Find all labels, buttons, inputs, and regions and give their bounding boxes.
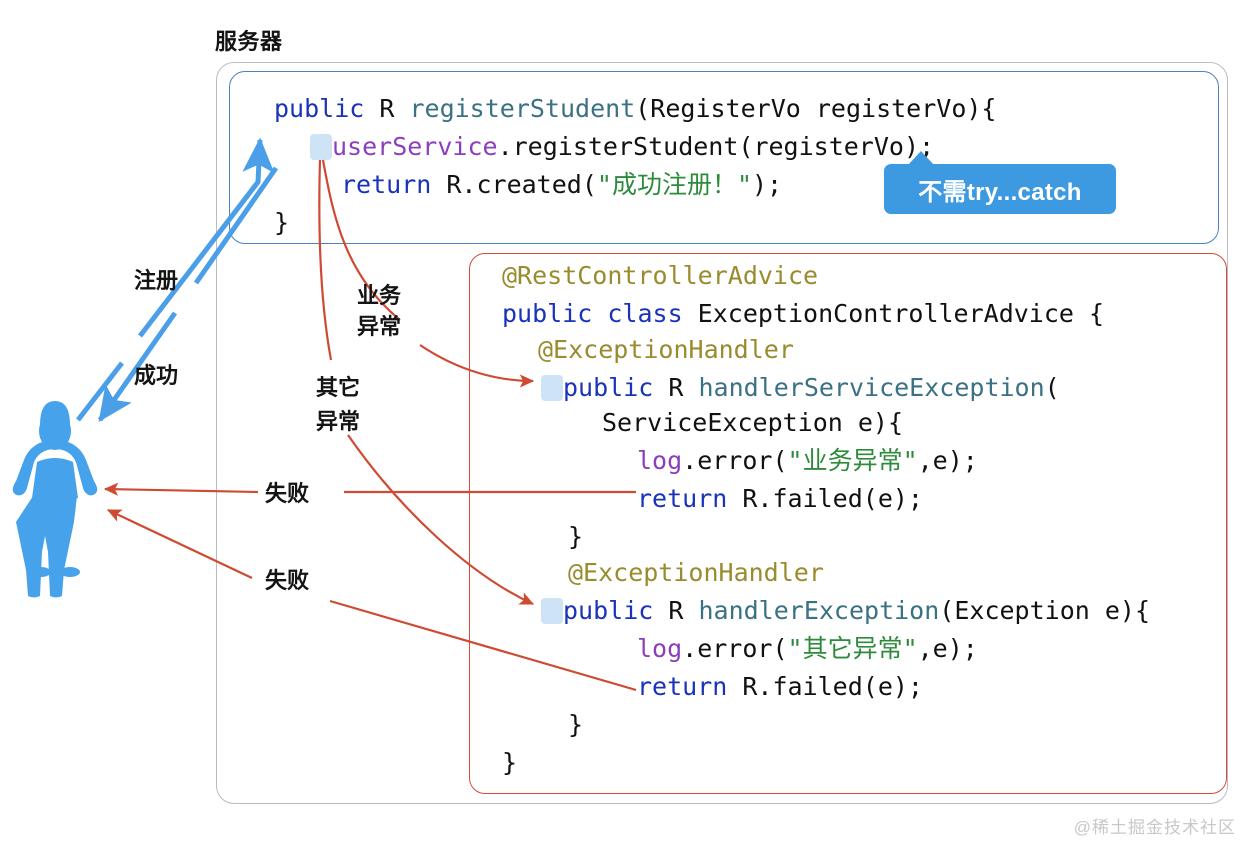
paren-open: ( bbox=[1044, 373, 1060, 402]
advice-code-line-9: @ExceptionHandler bbox=[568, 558, 824, 587]
label-failed-1: 失败 bbox=[265, 481, 310, 506]
method-registerStudent: registerStudent bbox=[409, 94, 636, 123]
breakpoint-highlight-square bbox=[310, 134, 332, 160]
controller-code-line-1: public R registerStudent(RegisterVo regi… bbox=[274, 90, 996, 128]
exception-advice-code-box bbox=[469, 253, 1227, 794]
kw-return: return bbox=[341, 170, 432, 199]
kw-public-3: public bbox=[563, 596, 654, 625]
return-type-2: R bbox=[653, 373, 699, 402]
callout-no-try-catch: 不需try...catch bbox=[884, 151, 1116, 214]
label-other-exception-line2: 异常 bbox=[316, 409, 361, 434]
string-business-exception: "业务异常" bbox=[787, 446, 918, 475]
class-name-tail: ExceptionControllerAdvice { bbox=[682, 299, 1105, 328]
failed-call-2: R.failed(e); bbox=[727, 672, 923, 701]
created-tail: ); bbox=[752, 170, 783, 199]
controller-code-line-3: return R.created("成功注册！"); bbox=[341, 166, 782, 204]
method-handlerException: handlerException bbox=[698, 596, 940, 625]
advice-code-line-7: return R.failed(e); bbox=[637, 480, 923, 518]
breakpoint-highlight-square-2 bbox=[541, 375, 563, 401]
advice-code-line-1: @RestControllerAdvice bbox=[502, 261, 819, 290]
label-business-exception-line2: 异常 bbox=[357, 314, 402, 339]
server-container-box bbox=[216, 62, 1228, 804]
error-tail: ,e); bbox=[917, 446, 978, 475]
error-call: .error( bbox=[682, 446, 788, 475]
string-success-register: "成功注册！" bbox=[596, 170, 752, 199]
advice-code-line-8: } bbox=[568, 522, 584, 551]
kw-public-class: public class bbox=[502, 299, 683, 328]
controller-code-line-4: } bbox=[274, 208, 290, 237]
string-other-exception: "其它异常" bbox=[787, 634, 918, 663]
signature-tail: (RegisterVo registerVo){ bbox=[635, 94, 997, 123]
label-business-exception-line1: 业务 bbox=[357, 283, 402, 308]
advice-code-line-14: } bbox=[502, 748, 518, 777]
callout-label: 不需try...catch bbox=[918, 178, 1082, 206]
label-other-exception-line1: 其它 bbox=[316, 375, 361, 400]
arrow-register-segment-1 bbox=[76, 361, 124, 422]
method-handlerServiceException: handlerServiceException bbox=[698, 373, 1045, 402]
field-log-2: log bbox=[637, 634, 683, 663]
error-tail-2: ,e); bbox=[917, 634, 978, 663]
advice-code-line-6: log.error("业务异常",e); bbox=[637, 442, 978, 480]
return-type-3: R bbox=[653, 596, 699, 625]
field-userService: userService bbox=[332, 132, 498, 161]
breakpoint-highlight-square-3 bbox=[541, 598, 563, 624]
page-title: 服务器 bbox=[215, 29, 283, 54]
params-tail: (Exception e){ bbox=[939, 596, 1151, 625]
label-failed-2: 失败 bbox=[265, 568, 310, 593]
kw-return-3: return bbox=[637, 672, 728, 701]
field-log: log bbox=[637, 446, 683, 475]
advice-code-line-5: ServiceException e){ bbox=[602, 408, 904, 437]
advice-code-line-3: @ExceptionHandler bbox=[538, 335, 794, 364]
failed-call: R.failed(e); bbox=[727, 484, 923, 513]
advice-code-line-2: public class ExceptionControllerAdvice { bbox=[502, 295, 1104, 333]
advice-code-line-13: } bbox=[568, 710, 584, 739]
kw-return-2: return bbox=[637, 484, 728, 513]
return-type: R bbox=[364, 94, 410, 123]
label-success: 成功 bbox=[134, 363, 179, 388]
call-tail: .registerStudent(registerVo); bbox=[497, 132, 935, 161]
created-call: R.created( bbox=[431, 170, 597, 199]
watermark: @稀土掘金技术社区 bbox=[1073, 818, 1236, 837]
kw-public-2: public bbox=[563, 373, 654, 402]
controller-code-line-2: userService.registerStudent(registerVo); bbox=[310, 128, 934, 166]
kw-public: public bbox=[274, 94, 365, 123]
label-register: 注册 bbox=[134, 268, 179, 293]
advice-code-line-11: log.error("其它异常",e); bbox=[637, 630, 978, 668]
advice-code-line-10: public R handlerException(Exception e){ bbox=[541, 592, 1150, 630]
user-avatar-icon bbox=[12, 401, 98, 598]
error-call-2: .error( bbox=[682, 634, 788, 663]
advice-code-line-12: return R.failed(e); bbox=[637, 668, 923, 706]
advice-code-line-4: public R handlerServiceException( bbox=[541, 369, 1060, 407]
